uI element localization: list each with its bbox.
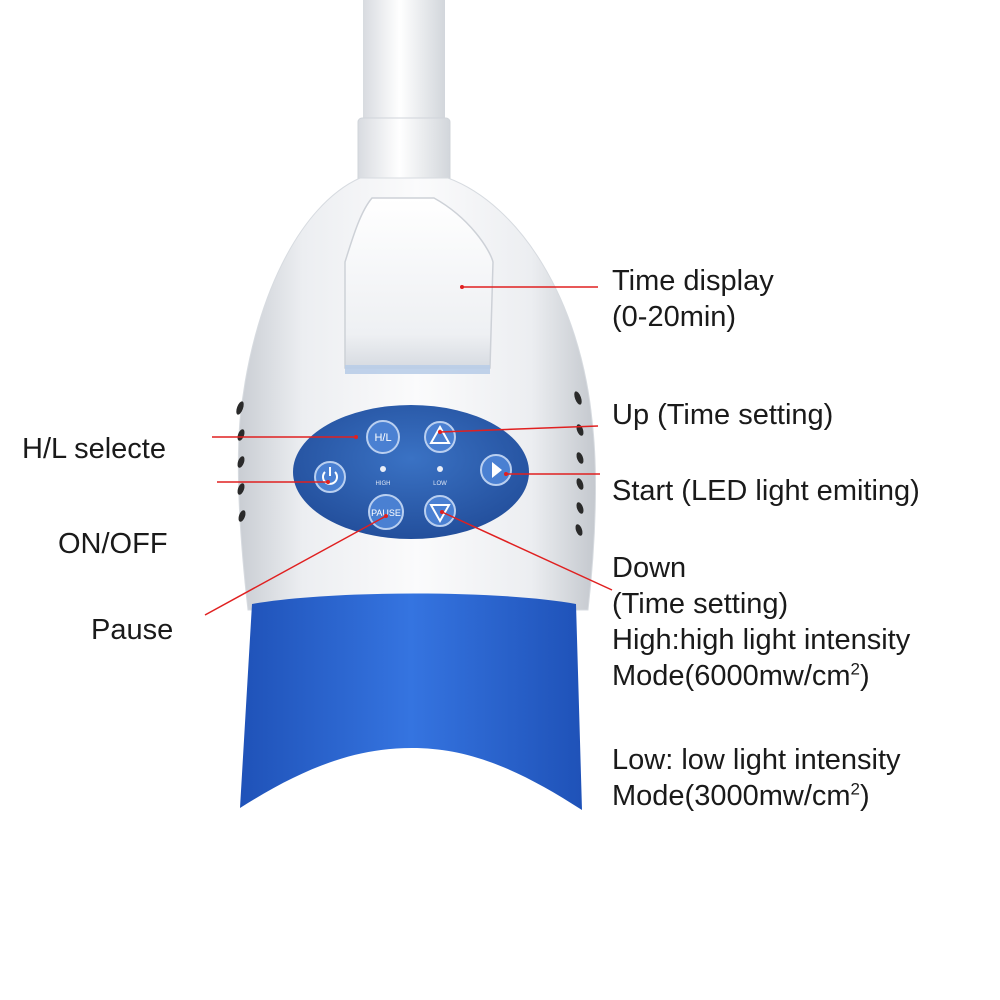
time-display-label-line2: (0-20min)	[612, 301, 737, 333]
high-label-line1: High:high light intensity	[612, 624, 911, 656]
left-vents	[236, 401, 246, 522]
down-button[interactable]	[424, 495, 456, 527]
low-label-line1: Low: low light intensity	[612, 744, 901, 776]
blue-mouthpiece	[240, 593, 582, 810]
start-button[interactable]	[480, 454, 512, 486]
time-display	[344, 197, 494, 369]
control-panel	[293, 405, 529, 539]
lamp-arm	[363, 0, 445, 125]
low-label-line2: Mode(3000mw/cm2)	[612, 779, 870, 812]
time-display-label-line1: Time display	[612, 265, 774, 297]
on-off-label: ON/OFF	[58, 528, 168, 560]
power-button[interactable]	[314, 461, 346, 493]
hl-button-label: H/L	[374, 432, 391, 444]
time-display-label: Time display (0-20min)	[612, 263, 774, 335]
low-indicator-label: LOW	[433, 481, 447, 487]
high-indicator-label: HIGH	[376, 481, 391, 487]
down-label: Down (Time setting) High:high light inte…	[612, 550, 910, 694]
leader-lines	[204, 286, 613, 616]
display-window	[345, 365, 490, 374]
low-indicator: LOW	[433, 466, 447, 487]
low-label: Low: low light intensity Mode(3000mw/cm2…	[612, 742, 901, 814]
pause-button[interactable]: PAUSE	[368, 494, 404, 530]
leader-dots	[326, 285, 508, 518]
down-label-line2: (Time setting)	[612, 588, 789, 620]
power-icon	[322, 471, 338, 485]
leader-pause	[204, 515, 387, 616]
up-label: Up (Time setting)	[612, 399, 834, 431]
leader-up	[439, 425, 599, 433]
high-indicator: HIGH	[376, 466, 391, 487]
up-button[interactable]	[424, 421, 456, 453]
hl-select-label: H/L selecte	[22, 433, 166, 465]
leader-down	[441, 511, 613, 591]
down-label-line1: Down	[612, 552, 687, 584]
pause-label: Pause	[91, 614, 174, 646]
up-triangle-icon	[429, 424, 451, 444]
high-label-line2: Mode(6000mw/cm2)	[612, 659, 870, 692]
pause-button-label: PAUSE	[371, 508, 401, 518]
right-vents	[574, 391, 584, 536]
hl-select-button[interactable]: H/L	[366, 420, 400, 454]
play-icon	[492, 462, 502, 478]
start-label: Start (LED light emiting)	[612, 475, 920, 507]
